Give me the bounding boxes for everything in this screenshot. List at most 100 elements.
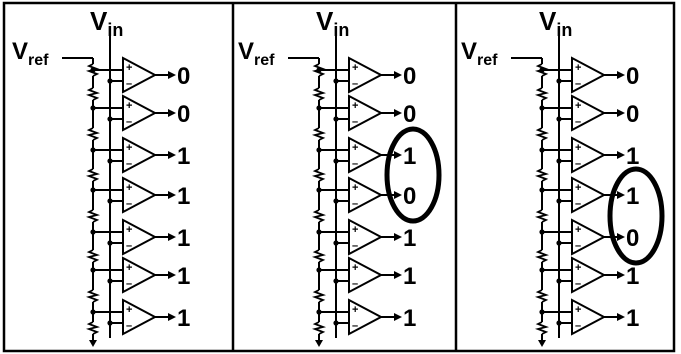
- comparator: [122, 56, 158, 94]
- resistor-symbol: [534, 87, 550, 101]
- comparator-minus-sign: –: [126, 78, 132, 90]
- comparator-minus-sign: –: [126, 278, 132, 290]
- junction-dot: [90, 267, 96, 273]
- comparator: [348, 94, 384, 132]
- resistor-symbol: [534, 209, 550, 223]
- junction-dot: [333, 198, 339, 204]
- comparator-minus-sign: –: [575, 78, 581, 90]
- junction-dot: [539, 187, 545, 193]
- junction-dot: [90, 105, 96, 111]
- output-bit: 0: [626, 63, 639, 90]
- bubble-error-highlight: [384, 126, 442, 224]
- comparator: [122, 94, 158, 132]
- comparator-minus-sign: –: [126, 116, 132, 128]
- junction-dot: [316, 187, 322, 193]
- output-arrow: [168, 233, 176, 241]
- resistor-symbol: [311, 127, 327, 141]
- output-arrow: [394, 109, 402, 117]
- comparator: [122, 218, 158, 256]
- vin-label-main: V: [316, 6, 334, 36]
- output-arrow: [617, 271, 625, 279]
- junction-dot: [333, 278, 339, 284]
- comparator: [571, 56, 607, 94]
- resistor-symbol: [311, 289, 327, 303]
- output-bit: 1: [403, 263, 416, 290]
- output-arrow: [617, 313, 625, 321]
- output-arrow: [168, 191, 176, 199]
- resistor-symbol: [85, 289, 101, 303]
- comparator: [122, 136, 158, 174]
- junction-dot: [333, 116, 339, 122]
- comparator-minus-sign: –: [126, 158, 132, 170]
- comparator-plus-sign: +: [575, 100, 581, 112]
- comparator-plus-sign: +: [352, 304, 358, 316]
- junction-dot: [539, 229, 545, 235]
- vin-label: Vin: [90, 6, 123, 40]
- comparator-plus-sign: +: [352, 224, 358, 236]
- junction-dot: [316, 229, 322, 235]
- comparator-plus-sign: +: [575, 224, 581, 236]
- output-bit: 1: [626, 263, 639, 290]
- junction-dot: [107, 158, 113, 164]
- comparator: [348, 218, 384, 256]
- ground-arrow: [538, 340, 546, 347]
- output-arrow: [394, 151, 402, 159]
- output-bit: 1: [177, 183, 190, 210]
- comparator-plus-sign: +: [575, 142, 581, 154]
- vref-label-main: V: [12, 38, 28, 65]
- output-bit: 0: [403, 63, 416, 90]
- vin-label: Vin: [539, 6, 572, 40]
- comparator-plus-sign: +: [126, 142, 132, 154]
- vref-label: Vref: [461, 38, 498, 69]
- output-arrow: [168, 71, 176, 79]
- output-arrow: [617, 109, 625, 117]
- junction-dot: [316, 309, 322, 315]
- vref-label: Vref: [12, 38, 49, 69]
- resistor-symbol: [311, 321, 327, 335]
- ground-arrow: [315, 340, 323, 347]
- output-arrow: [168, 109, 176, 117]
- comparator-plus-sign: +: [126, 304, 132, 316]
- comparator: [571, 176, 607, 214]
- comparator-plus-sign: +: [575, 62, 581, 74]
- comparator-plus-sign: +: [126, 262, 132, 274]
- vin-label-main: V: [90, 6, 108, 36]
- vref-label-main: V: [238, 38, 254, 65]
- junction-dot: [90, 187, 96, 193]
- junction-dot: [90, 229, 96, 235]
- vref-label-subscript: ref: [477, 52, 498, 69]
- junction-dot: [107, 78, 113, 84]
- comparator-minus-sign: –: [126, 320, 132, 332]
- junction-dot: [556, 240, 562, 246]
- comparator: [348, 298, 384, 336]
- comparator: [571, 298, 607, 336]
- resistor-symbol: [85, 209, 101, 223]
- output-arrow: [394, 71, 402, 79]
- comparator-plus-sign: +: [126, 100, 132, 112]
- junction-dot: [333, 320, 339, 326]
- resistor-symbol: [85, 168, 101, 182]
- output-bit: 0: [177, 101, 190, 128]
- junction-dot: [107, 320, 113, 326]
- resistor-symbol: [534, 321, 550, 335]
- resistor-symbol: [85, 321, 101, 335]
- comparator-plus-sign: +: [352, 182, 358, 194]
- resistor-symbol: [85, 127, 101, 141]
- comparator-plus-sign: +: [575, 182, 581, 194]
- output-arrow: [617, 71, 625, 79]
- vin-label-subscript: in: [107, 20, 123, 40]
- comparator-plus-sign: +: [575, 304, 581, 316]
- output-bit: 0: [177, 63, 190, 90]
- junction-dot: [90, 147, 96, 153]
- output-bit: 1: [626, 143, 639, 170]
- output-arrow: [168, 271, 176, 279]
- vin-label-subscript: in: [333, 20, 349, 40]
- comparator: [348, 136, 384, 174]
- resistor-symbol: [85, 249, 101, 263]
- output-arrow: [617, 233, 625, 241]
- output-bit: 1: [177, 263, 190, 290]
- junction-dot: [316, 267, 322, 273]
- junction-dot: [107, 240, 113, 246]
